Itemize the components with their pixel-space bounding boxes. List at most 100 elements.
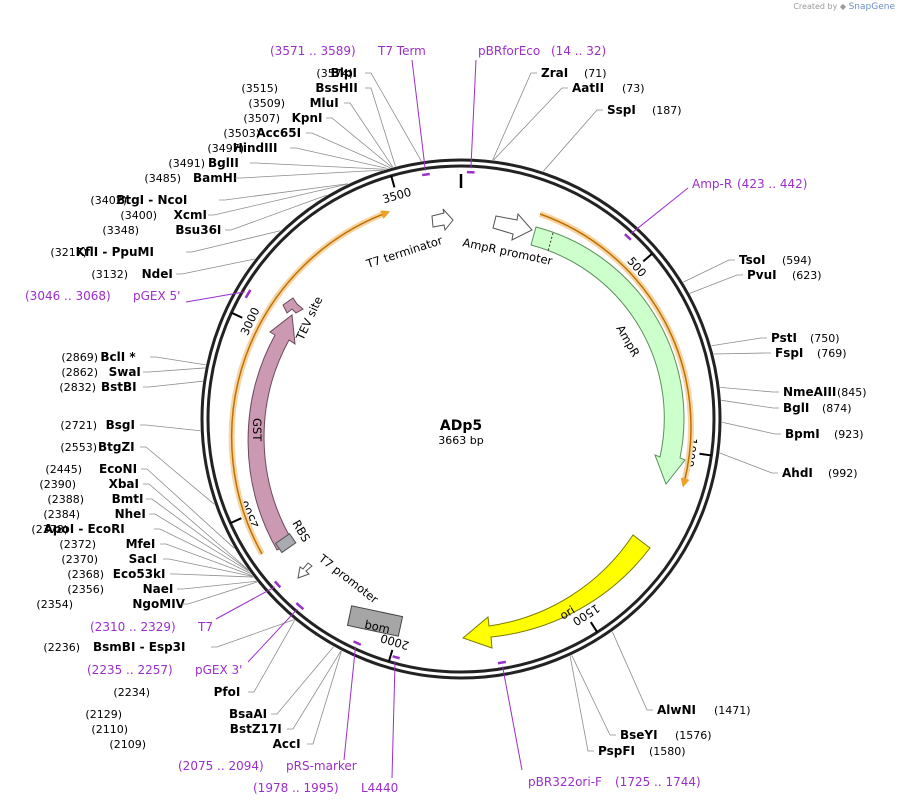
enzyme-leader xyxy=(689,274,743,294)
enzyme-leader xyxy=(720,387,779,393)
primer-range: (3571 .. 3589) xyxy=(270,44,356,58)
enzyme-site: (2721)BsgI xyxy=(60,418,201,432)
primer-site: pBR322ori-F(1725 .. 1744) xyxy=(497,660,701,789)
snapgene-logo-icon: ◆ xyxy=(839,2,847,11)
enzyme-position: (1580) xyxy=(649,745,686,758)
enzyme-site: (3402)BtgI - NcoI xyxy=(90,183,349,207)
enzyme-name: PvuI xyxy=(747,268,777,282)
enzyme-name: BsmBI - Esp3I xyxy=(93,640,185,654)
enzyme-name: AatII xyxy=(572,81,604,95)
enzyme-position: (2110) xyxy=(91,723,128,736)
enzyme-position: (2553) xyxy=(60,441,97,454)
primer-range: (14 .. 32) xyxy=(551,44,606,58)
enzyme-position: (2356) xyxy=(67,583,104,596)
enzyme-name: NaeI xyxy=(143,582,174,596)
feature-t7-terminator xyxy=(431,208,454,232)
enzyme-leader xyxy=(143,380,203,388)
enzyme-site: (2862)SwaI xyxy=(61,365,206,379)
enzyme-site: (2390)XbaI xyxy=(39,477,248,570)
enzyme-name: BsgI xyxy=(106,418,135,432)
enzyme-position: (1576) xyxy=(675,729,712,742)
enzyme-leader xyxy=(493,87,568,161)
enzyme-leader xyxy=(219,183,349,201)
enzyme-site: (2234)PfoI xyxy=(113,620,296,699)
enzyme-name: BssHII xyxy=(315,81,357,95)
enzyme-leader xyxy=(344,102,394,168)
enzyme-position: (3574) xyxy=(316,67,353,80)
enzyme-leader xyxy=(307,650,342,745)
enzyme-name: Acc65I xyxy=(256,126,301,140)
primer-name: pRS-marker xyxy=(286,759,357,773)
credit-prefix: Created by xyxy=(793,2,838,11)
enzyme-leader xyxy=(186,230,281,253)
enzyme-leader xyxy=(154,528,251,574)
feature-bom xyxy=(346,605,404,637)
ampr-promoter-boundary xyxy=(547,232,554,252)
enzyme-site: NmeAIII(845) xyxy=(720,385,867,399)
enzyme-position: (2378) xyxy=(31,523,68,536)
primer-range: (2075 .. 2094) xyxy=(178,759,264,773)
enzyme-site: PspFI(1580) xyxy=(569,656,686,758)
enzyme-position: (2354) xyxy=(36,598,73,611)
enzyme-leader xyxy=(711,337,767,347)
enzyme-leader xyxy=(177,580,257,590)
feature-tev-site xyxy=(282,297,304,314)
enzyme-site: BseYI (1576) xyxy=(571,655,712,742)
enzyme-name: ApoI - EcoRI xyxy=(44,522,125,536)
enzyme-name: KpnI xyxy=(292,111,323,125)
enzyme-site: BpmI(923) xyxy=(721,421,864,441)
enzyme-site: BglI(874) xyxy=(721,399,852,415)
enzyme-name: XbaI xyxy=(109,477,139,491)
primer-mark xyxy=(497,660,507,665)
enzyme-site: PvuI(623) xyxy=(689,268,822,294)
enzyme-site: (2384)NheI xyxy=(43,507,250,572)
tick-mark xyxy=(390,175,396,188)
enzyme-name: BseYI xyxy=(620,728,658,742)
enzyme-name: BpmI xyxy=(785,427,820,441)
primer-name: pGEX 3' xyxy=(195,663,242,677)
enzyme-site: (2553)BtgZI xyxy=(60,440,215,505)
enzyme-name: BamHI xyxy=(193,171,237,185)
label-ampr: AmpR xyxy=(613,323,642,360)
enzyme-site: (3348)Bsu36I xyxy=(102,194,327,237)
enzyme-site: (3515)BssHII xyxy=(241,81,396,167)
enzyme-site: (2372)MfeI xyxy=(59,537,253,577)
enzyme-leader xyxy=(721,399,779,409)
enzyme-position: (3400) xyxy=(120,209,157,222)
primer-site: (3571 .. 3589)T7 Term xyxy=(270,44,430,177)
enzyme-leader xyxy=(170,573,254,578)
enzyme-site: SspI(187) xyxy=(542,103,682,172)
enzyme-name: KflI - PpuMI xyxy=(76,245,154,259)
enzyme-name: AhdI xyxy=(782,466,813,480)
enzyme-name: Eco53kI xyxy=(113,567,166,581)
enzyme-name: AlwNI xyxy=(657,703,696,717)
primer-mark xyxy=(273,580,282,589)
enzyme-leader xyxy=(182,581,258,605)
primer-leader xyxy=(215,586,275,620)
enzyme-position: (3491) xyxy=(168,157,205,170)
enzyme-site: FspI(769) xyxy=(713,346,847,360)
enzyme-name: AccI xyxy=(273,737,301,751)
enzyme-position: (2388) xyxy=(47,493,84,506)
enzyme-leader xyxy=(149,513,250,572)
label-tev-site: TEV site xyxy=(293,294,326,343)
enzyme-site: (2109)AccI xyxy=(109,650,342,751)
enzyme-position: (73) xyxy=(622,82,645,95)
orf-arc-gst-line xyxy=(230,210,391,555)
primer-site: (2235 .. 2257)pGEX 3' xyxy=(87,602,305,677)
primer-leader xyxy=(502,666,523,771)
enzyme-leader xyxy=(141,468,235,549)
plasmid-size: 3663 bp xyxy=(438,434,483,447)
enzyme-name: BstZ17I xyxy=(230,722,282,736)
enzyme-leader xyxy=(713,352,771,355)
enzyme-position: (3485) xyxy=(144,172,181,185)
enzyme-position: (2832) xyxy=(59,381,96,394)
feature-t7-promoter xyxy=(297,562,313,579)
enzyme-leader xyxy=(160,543,253,577)
label-t7-promoter: T7 promoter xyxy=(315,551,381,607)
enzyme-site: (2110) BstZ17I xyxy=(91,650,342,736)
primer-name: pBRforEco xyxy=(478,44,540,58)
enzyme-position: (769) xyxy=(817,347,847,360)
enzyme-site: (2370)SacI xyxy=(61,552,253,577)
enzyme-site: (3507)KpnI xyxy=(243,111,393,168)
